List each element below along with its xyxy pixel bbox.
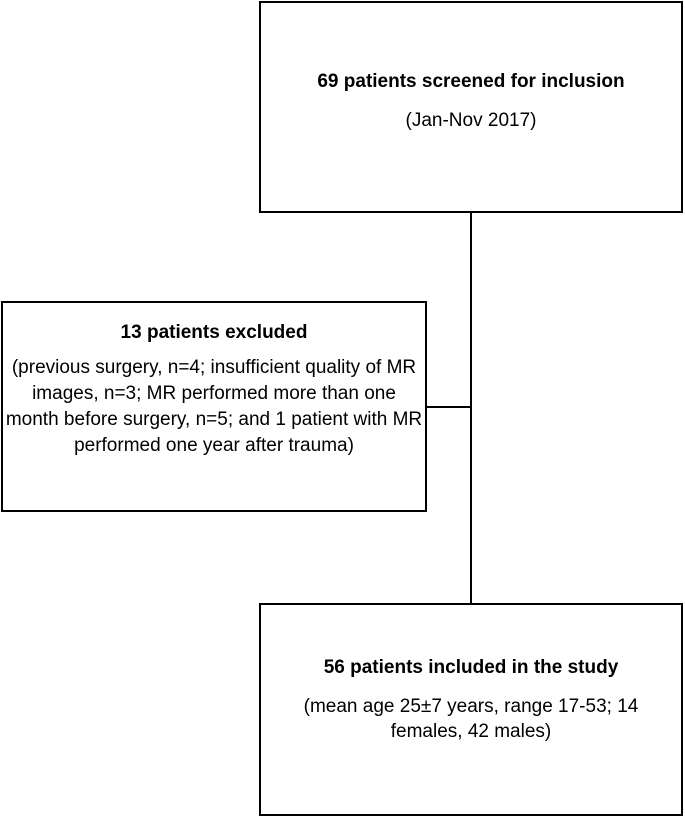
included-title: 56 patients included in the study [323,656,619,678]
screened-box: 69 patients screened for inclusion (Jan-… [259,1,683,213]
excluded-title: 13 patients excluded [120,322,308,343]
screened-detail: (Jan-Nov 2017) [405,109,537,131]
screened-title: 69 patients screened for inclusion [317,70,625,92]
included-box: 56 patients included in the study (mean … [259,603,683,816]
included-detail: (mean age 25±7 years, range 17-53; 14 fe… [303,695,639,742]
excluded-detail: (previous surgery, n=4; insufficient qua… [5,357,423,456]
excluded-box: 13 patients excluded (previous surgery, … [1,301,427,512]
